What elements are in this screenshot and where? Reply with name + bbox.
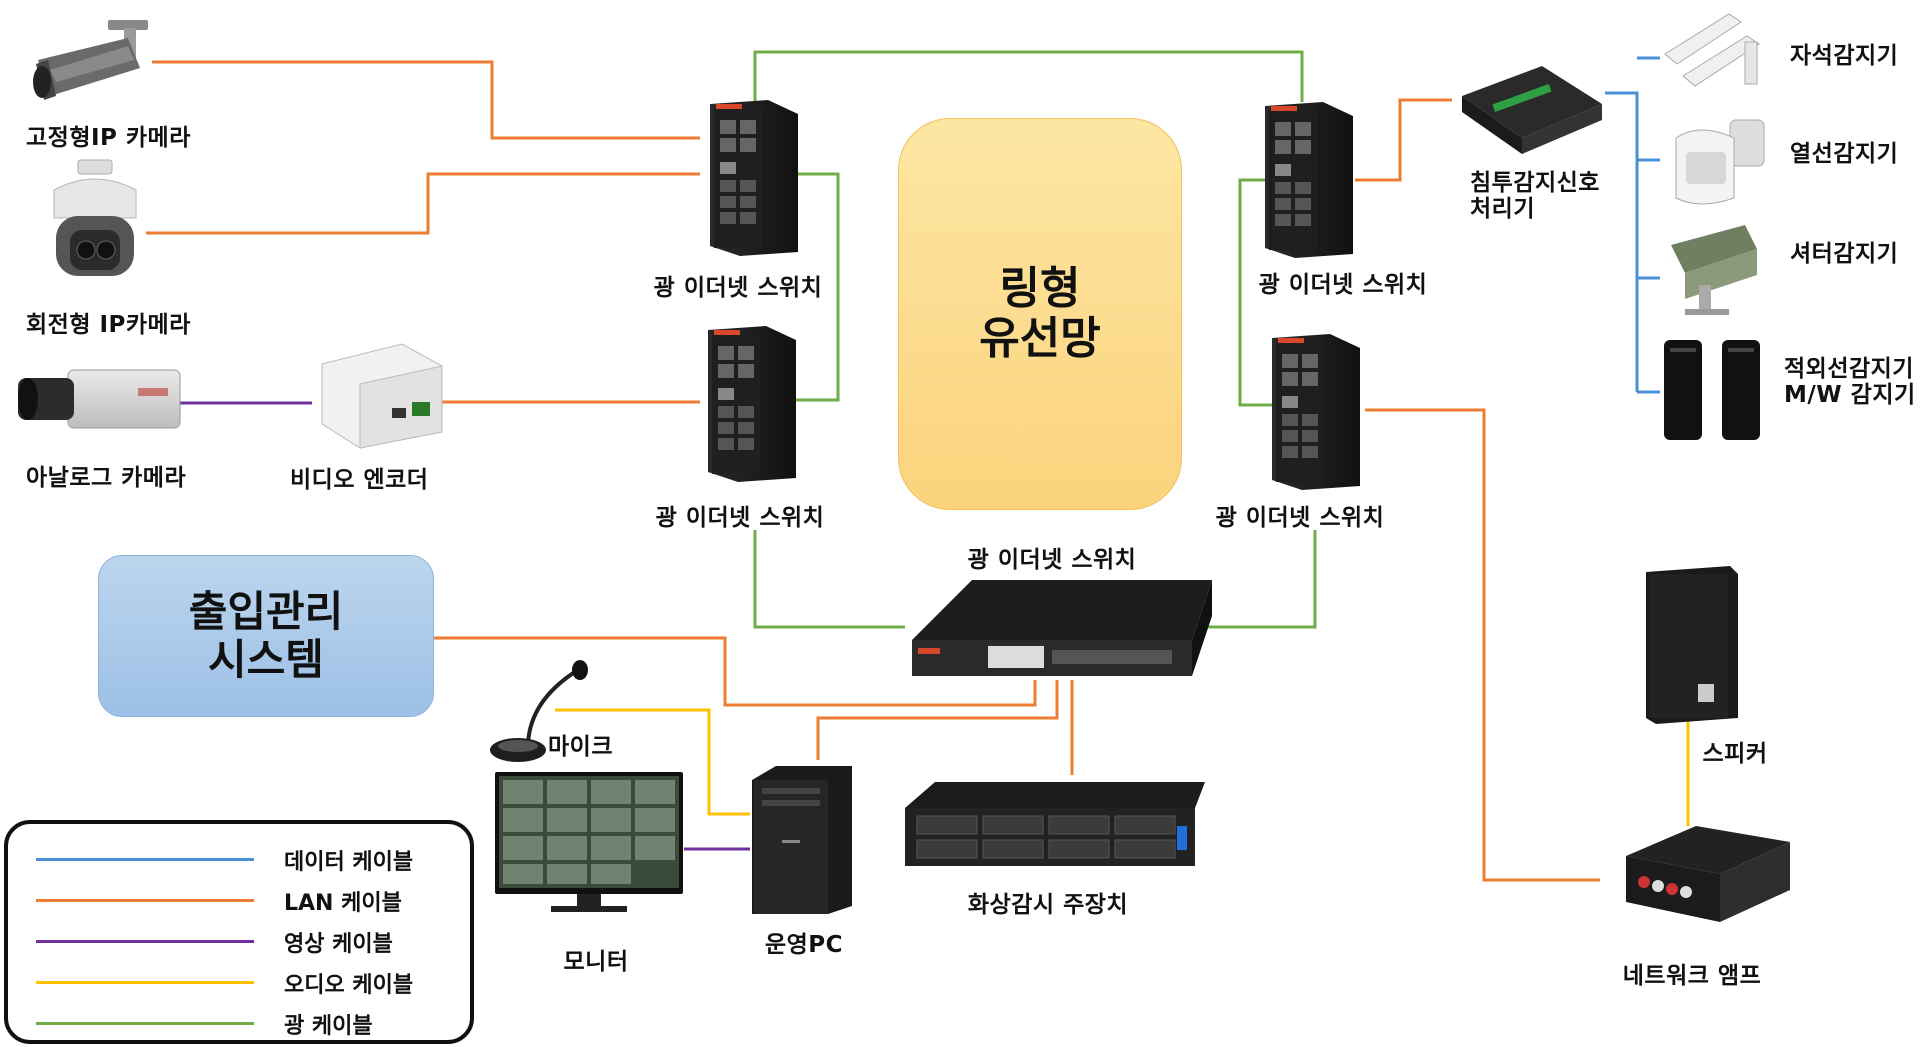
lan-cables bbox=[146, 60, 1690, 882]
network-amp-icon bbox=[1626, 826, 1790, 922]
shutter-sensor-icon bbox=[1671, 225, 1757, 315]
legend-swatch-lan bbox=[36, 899, 254, 902]
label-ir-line1: 적외선감지기 bbox=[1784, 356, 1914, 382]
nvr-server-icon bbox=[905, 782, 1205, 866]
audio-mic-pc bbox=[555, 708, 750, 816]
legend-swatch-audio bbox=[36, 981, 254, 984]
access-control-box: 출입관리 시스템 bbox=[98, 555, 434, 717]
label-intrusion-line2: 처리기 bbox=[1470, 196, 1535, 222]
core-switch-icon bbox=[912, 580, 1212, 676]
lan-pc bbox=[816, 680, 1059, 760]
fiber-cables bbox=[753, 50, 1317, 629]
label-monitor: 모니터 bbox=[563, 949, 629, 975]
label-intrusion-line1: 침투감지신호 bbox=[1470, 170, 1600, 196]
label-nvr: 화상감시 주장치 bbox=[967, 892, 1129, 918]
ring-network-line2: 유선망 bbox=[979, 313, 1101, 364]
label-speaker: 스피커 bbox=[1702, 741, 1768, 767]
label-fixed-camera: 고정형IP 카메라 bbox=[26, 125, 191, 151]
magnetic-sensor-icon bbox=[1664, 13, 1760, 87]
lan-fixed-cam bbox=[152, 60, 700, 140]
access-control-line2: 시스템 bbox=[208, 635, 324, 684]
video-encoder-icon bbox=[321, 343, 443, 449]
pir-sensor-icon bbox=[1675, 119, 1765, 205]
label-analog-camera: 아날로그 카메라 bbox=[26, 465, 187, 491]
label-switch-top-left: 광 이더넷 스위치 bbox=[653, 275, 823, 301]
legend-label-data: 데이터 케이블 bbox=[284, 850, 414, 875]
label-ptz-camera: 회전형 IP카메라 bbox=[26, 312, 191, 338]
label-switch-top-right: 광 이더넷 스위치 bbox=[1258, 272, 1428, 298]
legend-row-data: 데이터 케이블 bbox=[36, 844, 456, 875]
fixed-ip-camera-icon bbox=[33, 20, 148, 100]
lan-amp bbox=[1365, 408, 1600, 882]
fiber-ring-top bbox=[753, 50, 1304, 118]
legend-label-lan: LAN 케이블 bbox=[284, 891, 402, 916]
access-control-line1: 출입관리 bbox=[188, 587, 344, 636]
legend-swatch-data bbox=[36, 858, 254, 861]
ir-beam-sensor-icon bbox=[1664, 340, 1760, 440]
label-microphone: 마이크 bbox=[548, 734, 613, 760]
switch-mid-right-icon bbox=[1272, 334, 1360, 490]
label-pc: 운영PC bbox=[764, 932, 844, 958]
label-network-amp: 네트워크 앰프 bbox=[1622, 963, 1762, 989]
speaker-icon bbox=[1646, 566, 1738, 724]
legend-swatch-video bbox=[36, 940, 254, 943]
lan-access bbox=[433, 636, 1037, 707]
legend-row-audio: 오디오 케이블 bbox=[36, 967, 456, 998]
monitor-icon bbox=[495, 772, 683, 912]
label-video-encoder: 비디오 엔코더 bbox=[290, 467, 429, 493]
legend-row-video: 영상 케이블 bbox=[36, 926, 456, 957]
fiber-right-to-core bbox=[1205, 530, 1317, 629]
pc-tower-icon bbox=[752, 766, 852, 914]
cable-legend: 데이터 케이블 LAN 케이블 영상 케이블 오디오 케이블 광 케이블 bbox=[4, 820, 474, 1044]
label-core-switch: 광 이더넷 스위치 bbox=[967, 547, 1137, 573]
label-switch-mid-right: 광 이더넷 스위치 bbox=[1215, 505, 1385, 531]
ptz-ip-camera-icon bbox=[53, 159, 137, 276]
data-trunk bbox=[1605, 91, 1639, 392]
switch-mid-left-icon bbox=[708, 326, 796, 482]
lan-ptz-cam bbox=[146, 172, 700, 235]
label-pir-sensor: 열선감지기 bbox=[1790, 141, 1899, 167]
fiber-left-to-core bbox=[753, 530, 905, 629]
data-cables bbox=[1605, 56, 1660, 394]
label-ir-line2: M/W 감지기 bbox=[1784, 382, 1916, 408]
label-magnetic-sensor: 자석감지기 bbox=[1790, 43, 1899, 69]
legend-row-lan: LAN 케이블 bbox=[36, 885, 456, 916]
video-audio-cables bbox=[165, 401, 750, 851]
label-shutter-sensor: 셔터감지기 bbox=[1790, 241, 1899, 267]
legend-label-fiber: 광 케이블 bbox=[284, 1014, 373, 1039]
ring-network-box: 링형 유선망 bbox=[898, 118, 1182, 510]
fiber-right-vertical bbox=[1238, 178, 1275, 407]
legend-row-fiber: 광 케이블 bbox=[36, 1008, 456, 1039]
switch-top-left-icon bbox=[710, 100, 798, 256]
ring-network-line1: 링형 bbox=[999, 263, 1081, 314]
label-ir-mw-sensor: 적외선감지기 M/W 감지기 bbox=[1784, 356, 1916, 408]
analog-camera-icon bbox=[18, 369, 181, 429]
label-intrusion-processor: 침투감지신호 처리기 bbox=[1470, 170, 1600, 222]
lan-intrusion bbox=[1355, 98, 1452, 182]
switch-top-right-icon bbox=[1265, 102, 1353, 258]
microphone-icon bbox=[490, 660, 588, 762]
intrusion-processor-icon bbox=[1462, 66, 1602, 154]
legend-label-video: 영상 케이블 bbox=[284, 932, 393, 957]
label-switch-mid-left: 광 이더넷 스위치 bbox=[655, 505, 825, 531]
fiber-left-vertical bbox=[795, 172, 840, 402]
legend-swatch-fiber bbox=[36, 1022, 254, 1025]
legend-label-audio: 오디오 케이블 bbox=[284, 973, 414, 998]
